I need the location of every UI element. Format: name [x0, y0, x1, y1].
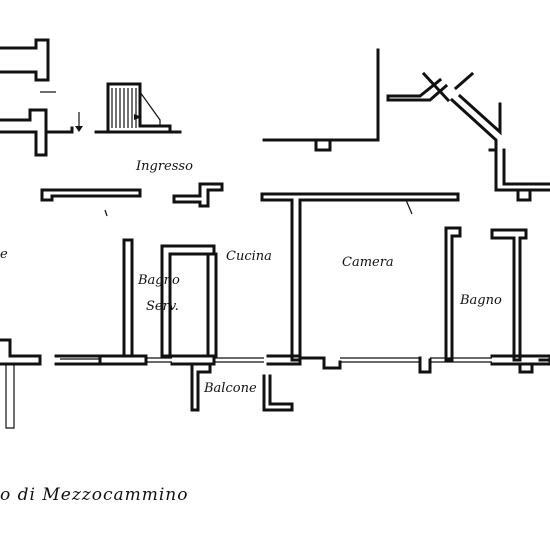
room-label-bagno: Bagno — [459, 293, 502, 308]
room-label-cucina: Cucina — [226, 249, 272, 264]
upper-left-walls — [0, 38, 74, 157]
plan-caption: o di Mezzocammino — [0, 485, 189, 505]
room-labels: Ingresso Cucina Camera Bagno Bagno Serv.… — [0, 159, 502, 396]
corridor-walls — [94, 48, 380, 152]
room-label-camera: Camera — [342, 255, 394, 270]
room-label-balcone: Balcone — [203, 381, 257, 396]
room-label-bagno-serv-1: Bagno — [137, 273, 180, 288]
ingresso-partitions — [40, 182, 224, 217]
upper-right-walls — [386, 71, 550, 202]
staircase — [106, 82, 172, 134]
balconies — [5, 362, 294, 429]
entrance-arrow-icon — [75, 112, 83, 132]
room-label-left-fragment: e — [0, 247, 8, 262]
room-label-ingresso: Ingresso — [135, 159, 193, 174]
camera-walls — [260, 192, 550, 362]
bagno-serv-walls — [122, 238, 218, 358]
room-label-bagno-serv-2: Serv. — [146, 299, 179, 314]
bottom-facade — [0, 338, 550, 374]
